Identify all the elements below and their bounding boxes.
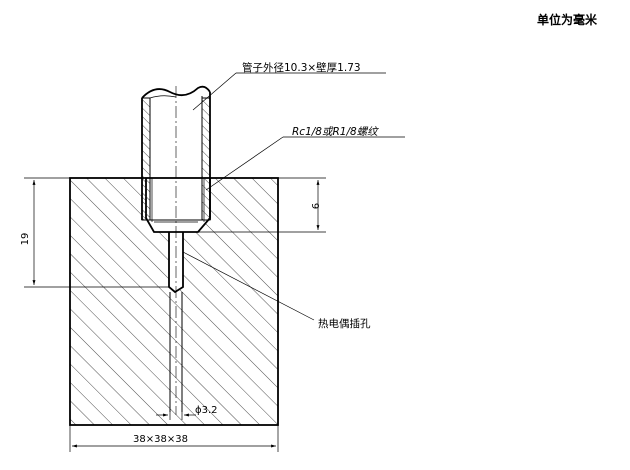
thread-label: Rc1/8或R1/8螺纹 — [292, 126, 379, 138]
block-size-text: 38×38×38 — [133, 434, 188, 445]
pipe-leader: 管子外径10.3×壁厚1.73 — [192, 61, 386, 111]
dimension-9-text: 9 — [309, 203, 320, 209]
threaded-bore — [145, 178, 211, 233]
dimension-hole-diameter: ϕ3.2 — [156, 405, 218, 420]
pipe-label: 管子外径10.3×壁厚1.73 — [242, 61, 361, 74]
hole-label: 热电偶插孔 — [318, 317, 371, 330]
units-label: 单位为毫米 — [537, 12, 598, 27]
dimension-9: 9 — [198, 177, 326, 233]
dimension-19: 19 — [20, 177, 169, 288]
thread-leader: Rc1/8或R1/8螺纹 — [205, 126, 405, 191]
dimension-19-text: 19 — [20, 233, 31, 246]
hole-leader: 热电偶插孔 — [182, 251, 371, 330]
dimension-block: 38×38×38 — [69, 425, 279, 452]
pipe — [141, 85, 211, 221]
hole-diameter-text: ϕ3.2 — [195, 405, 218, 416]
steel-block — [69, 177, 279, 426]
thermocouple-hole — [168, 232, 184, 412]
